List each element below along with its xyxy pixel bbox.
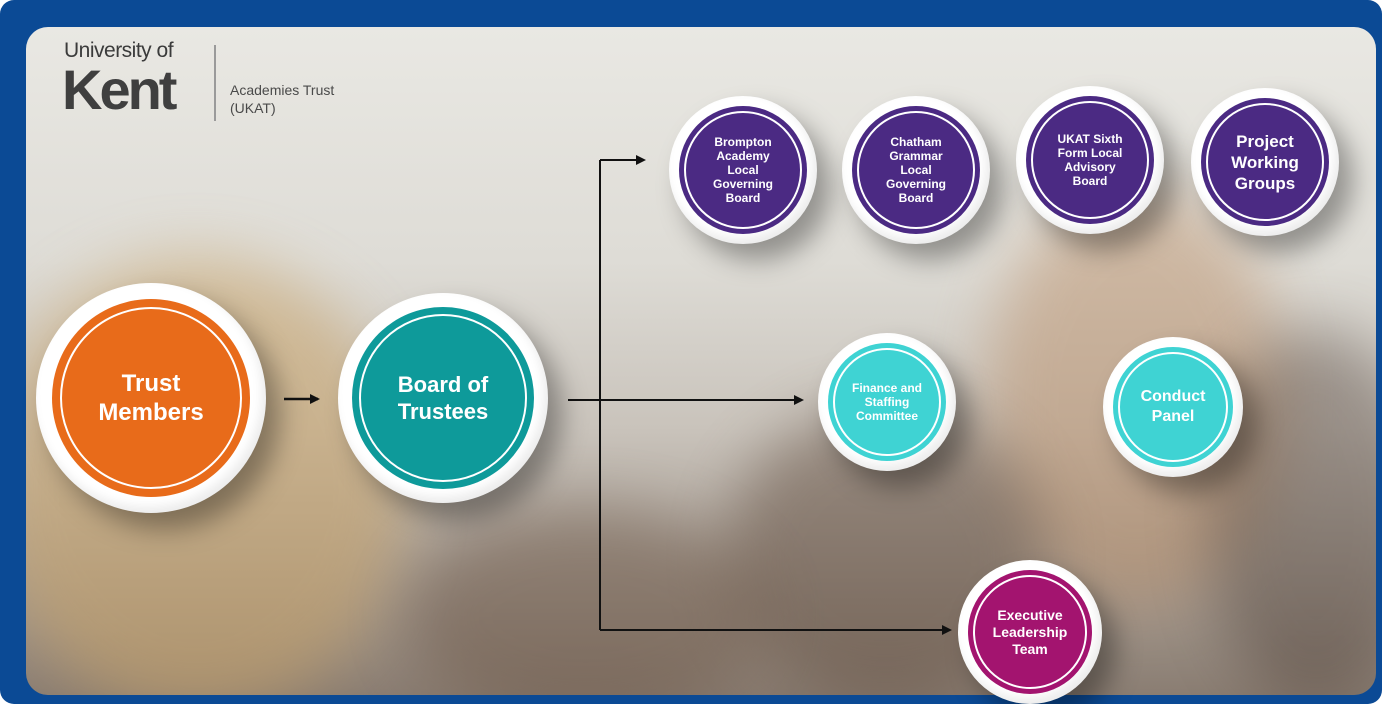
logo-trust-line1: Academies Trust xyxy=(230,82,335,98)
label-ukat-sixth-form-board: UKAT Sixth Form Local Advisory Board xyxy=(1057,132,1123,188)
node-brompton-board: Brompton Academy Local Governing Board xyxy=(669,96,817,244)
kent-logo: University of Kent Academies Trust (UKAT… xyxy=(62,35,394,135)
label-brompton-board: Brompton Academy Local Governing Board xyxy=(712,135,773,205)
label-finance-staffing-committee: Finance and Staffing Committee xyxy=(851,381,922,423)
node-trust-members: Trust Members xyxy=(36,283,266,513)
node-finance-staffing-committee: Finance and Staffing Committee xyxy=(818,333,956,471)
label-trust-members: Trust Members xyxy=(98,370,204,426)
node-chatham-board: Chatham Grammar Local Governing Board xyxy=(842,96,990,244)
logo-university-of: University of xyxy=(64,39,174,62)
label-executive-leadership-team: Executive Leadership Team xyxy=(992,606,1068,657)
label-board-of-trustees: Board of Trustees xyxy=(397,372,489,424)
background-photo-4 xyxy=(406,507,766,695)
label-project-working-groups: Project Working Groups xyxy=(1231,131,1299,193)
node-ukat-sixth-form-board: UKAT Sixth Form Local Advisory Board xyxy=(1016,86,1164,234)
logo-trust-name: Academies Trust (UKAT) xyxy=(230,81,334,117)
node-executive-leadership-team: Executive Leadership Team xyxy=(958,560,1102,704)
logo-trust-line2: (UKAT) xyxy=(230,100,276,116)
node-conduct-panel: Conduct Panel xyxy=(1103,337,1243,477)
label-chatham-board: Chatham Grammar Local Governing Board xyxy=(885,135,946,205)
logo-kent: Kent xyxy=(62,58,177,121)
label-conduct-panel: Conduct Panel xyxy=(1140,388,1206,425)
logo-divider xyxy=(214,45,216,121)
node-project-working-groups: Project Working Groups xyxy=(1191,88,1339,236)
node-board-of-trustees: Board of Trustees xyxy=(338,293,548,503)
